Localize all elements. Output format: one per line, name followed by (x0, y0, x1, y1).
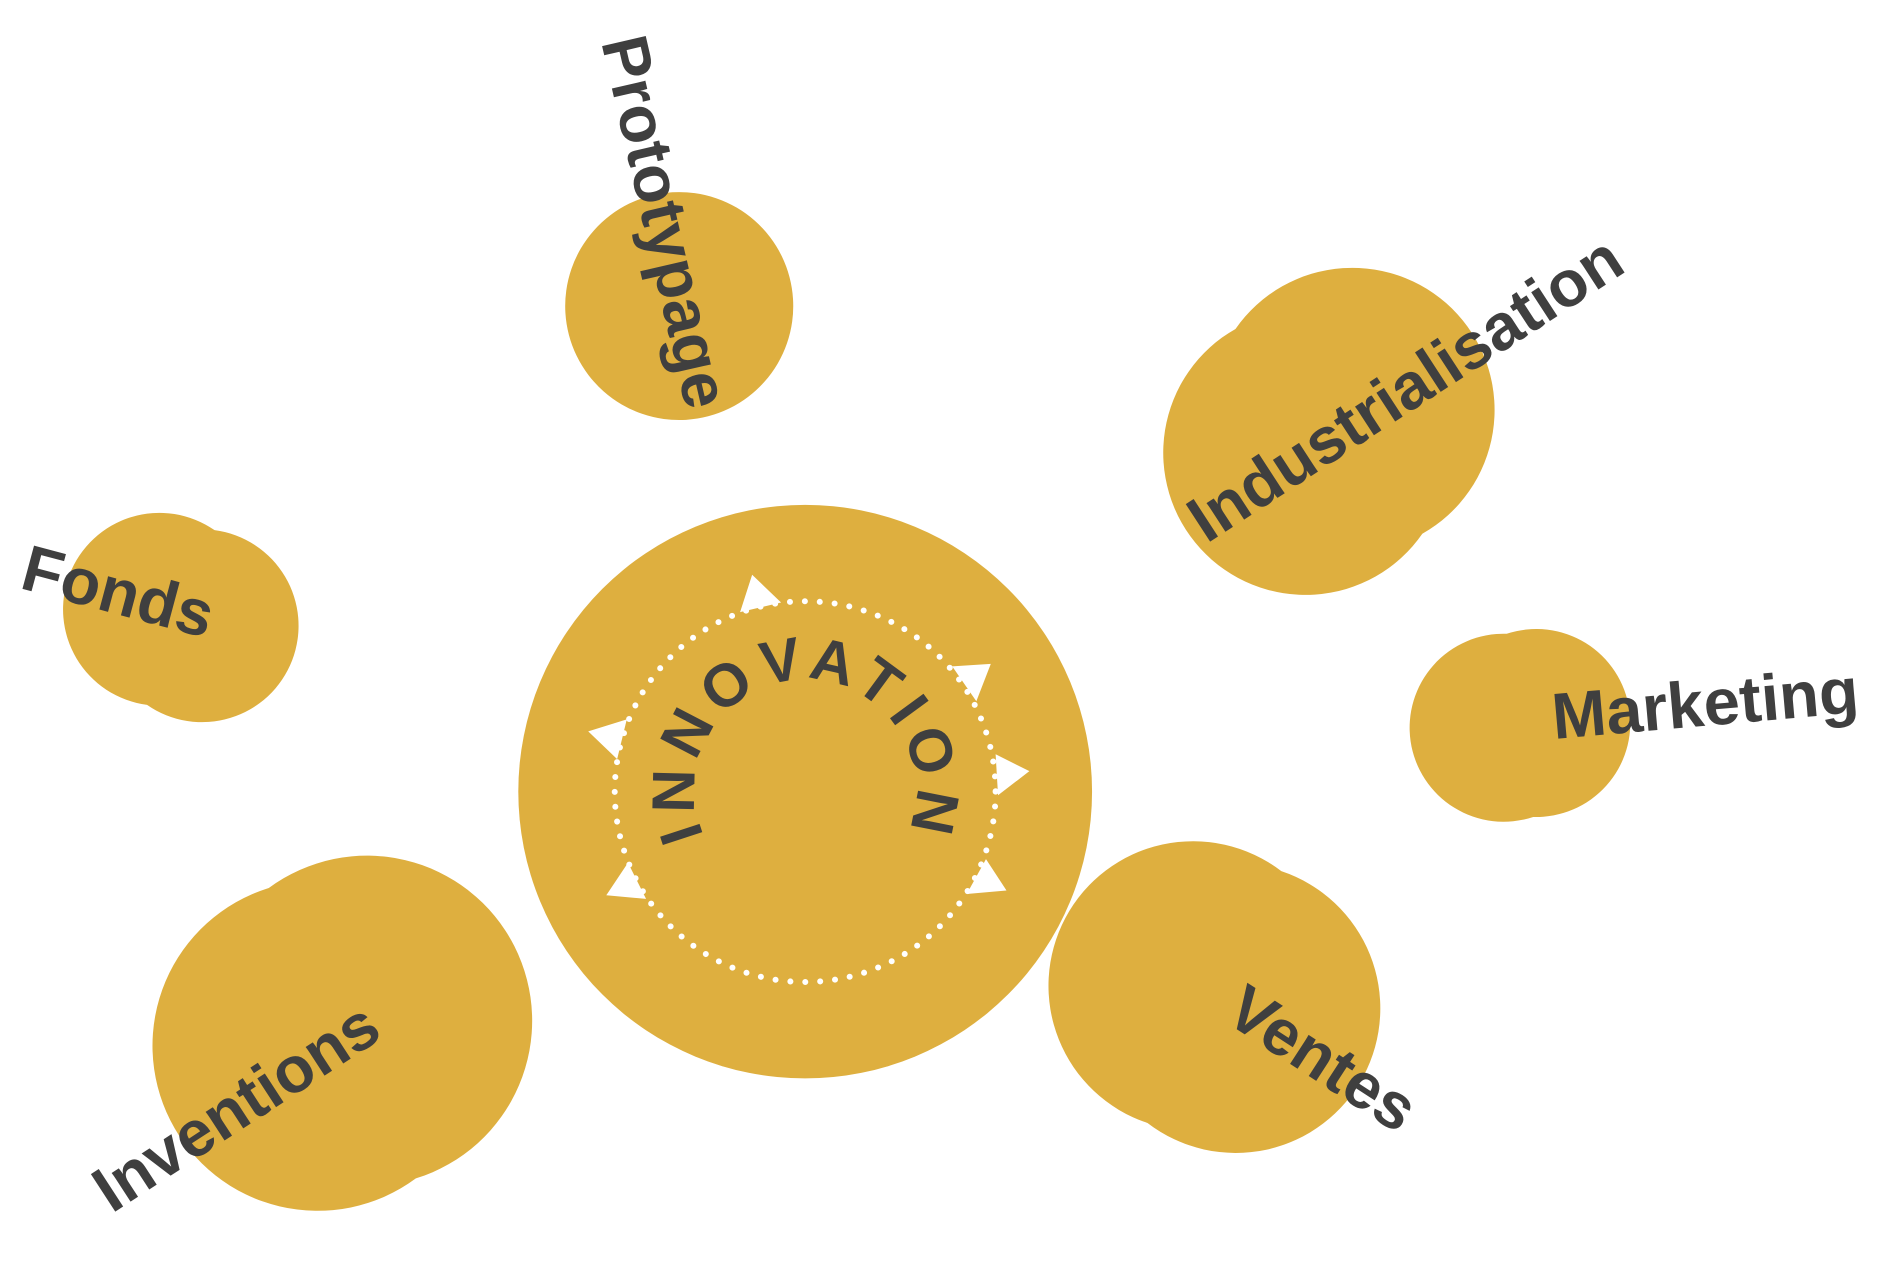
blob-fonds (63, 512, 299, 723)
arrow-triangles (588, 574, 1030, 899)
triangle-icon (740, 574, 782, 613)
triangle-icon (606, 862, 647, 899)
blob-marketing (1409, 629, 1631, 822)
blob-industrialisation (1163, 267, 1495, 595)
center-circle (518, 504, 1093, 1079)
blob-prototypage (565, 192, 794, 421)
triangle-icon (966, 859, 1007, 895)
blob-ventes (1048, 841, 1381, 1153)
blob-inventions (152, 855, 533, 1211)
triangle-icon (588, 719, 627, 760)
dotted-ring (611, 598, 999, 986)
triangle-icon (995, 754, 1030, 796)
triangle-icon (952, 663, 991, 702)
